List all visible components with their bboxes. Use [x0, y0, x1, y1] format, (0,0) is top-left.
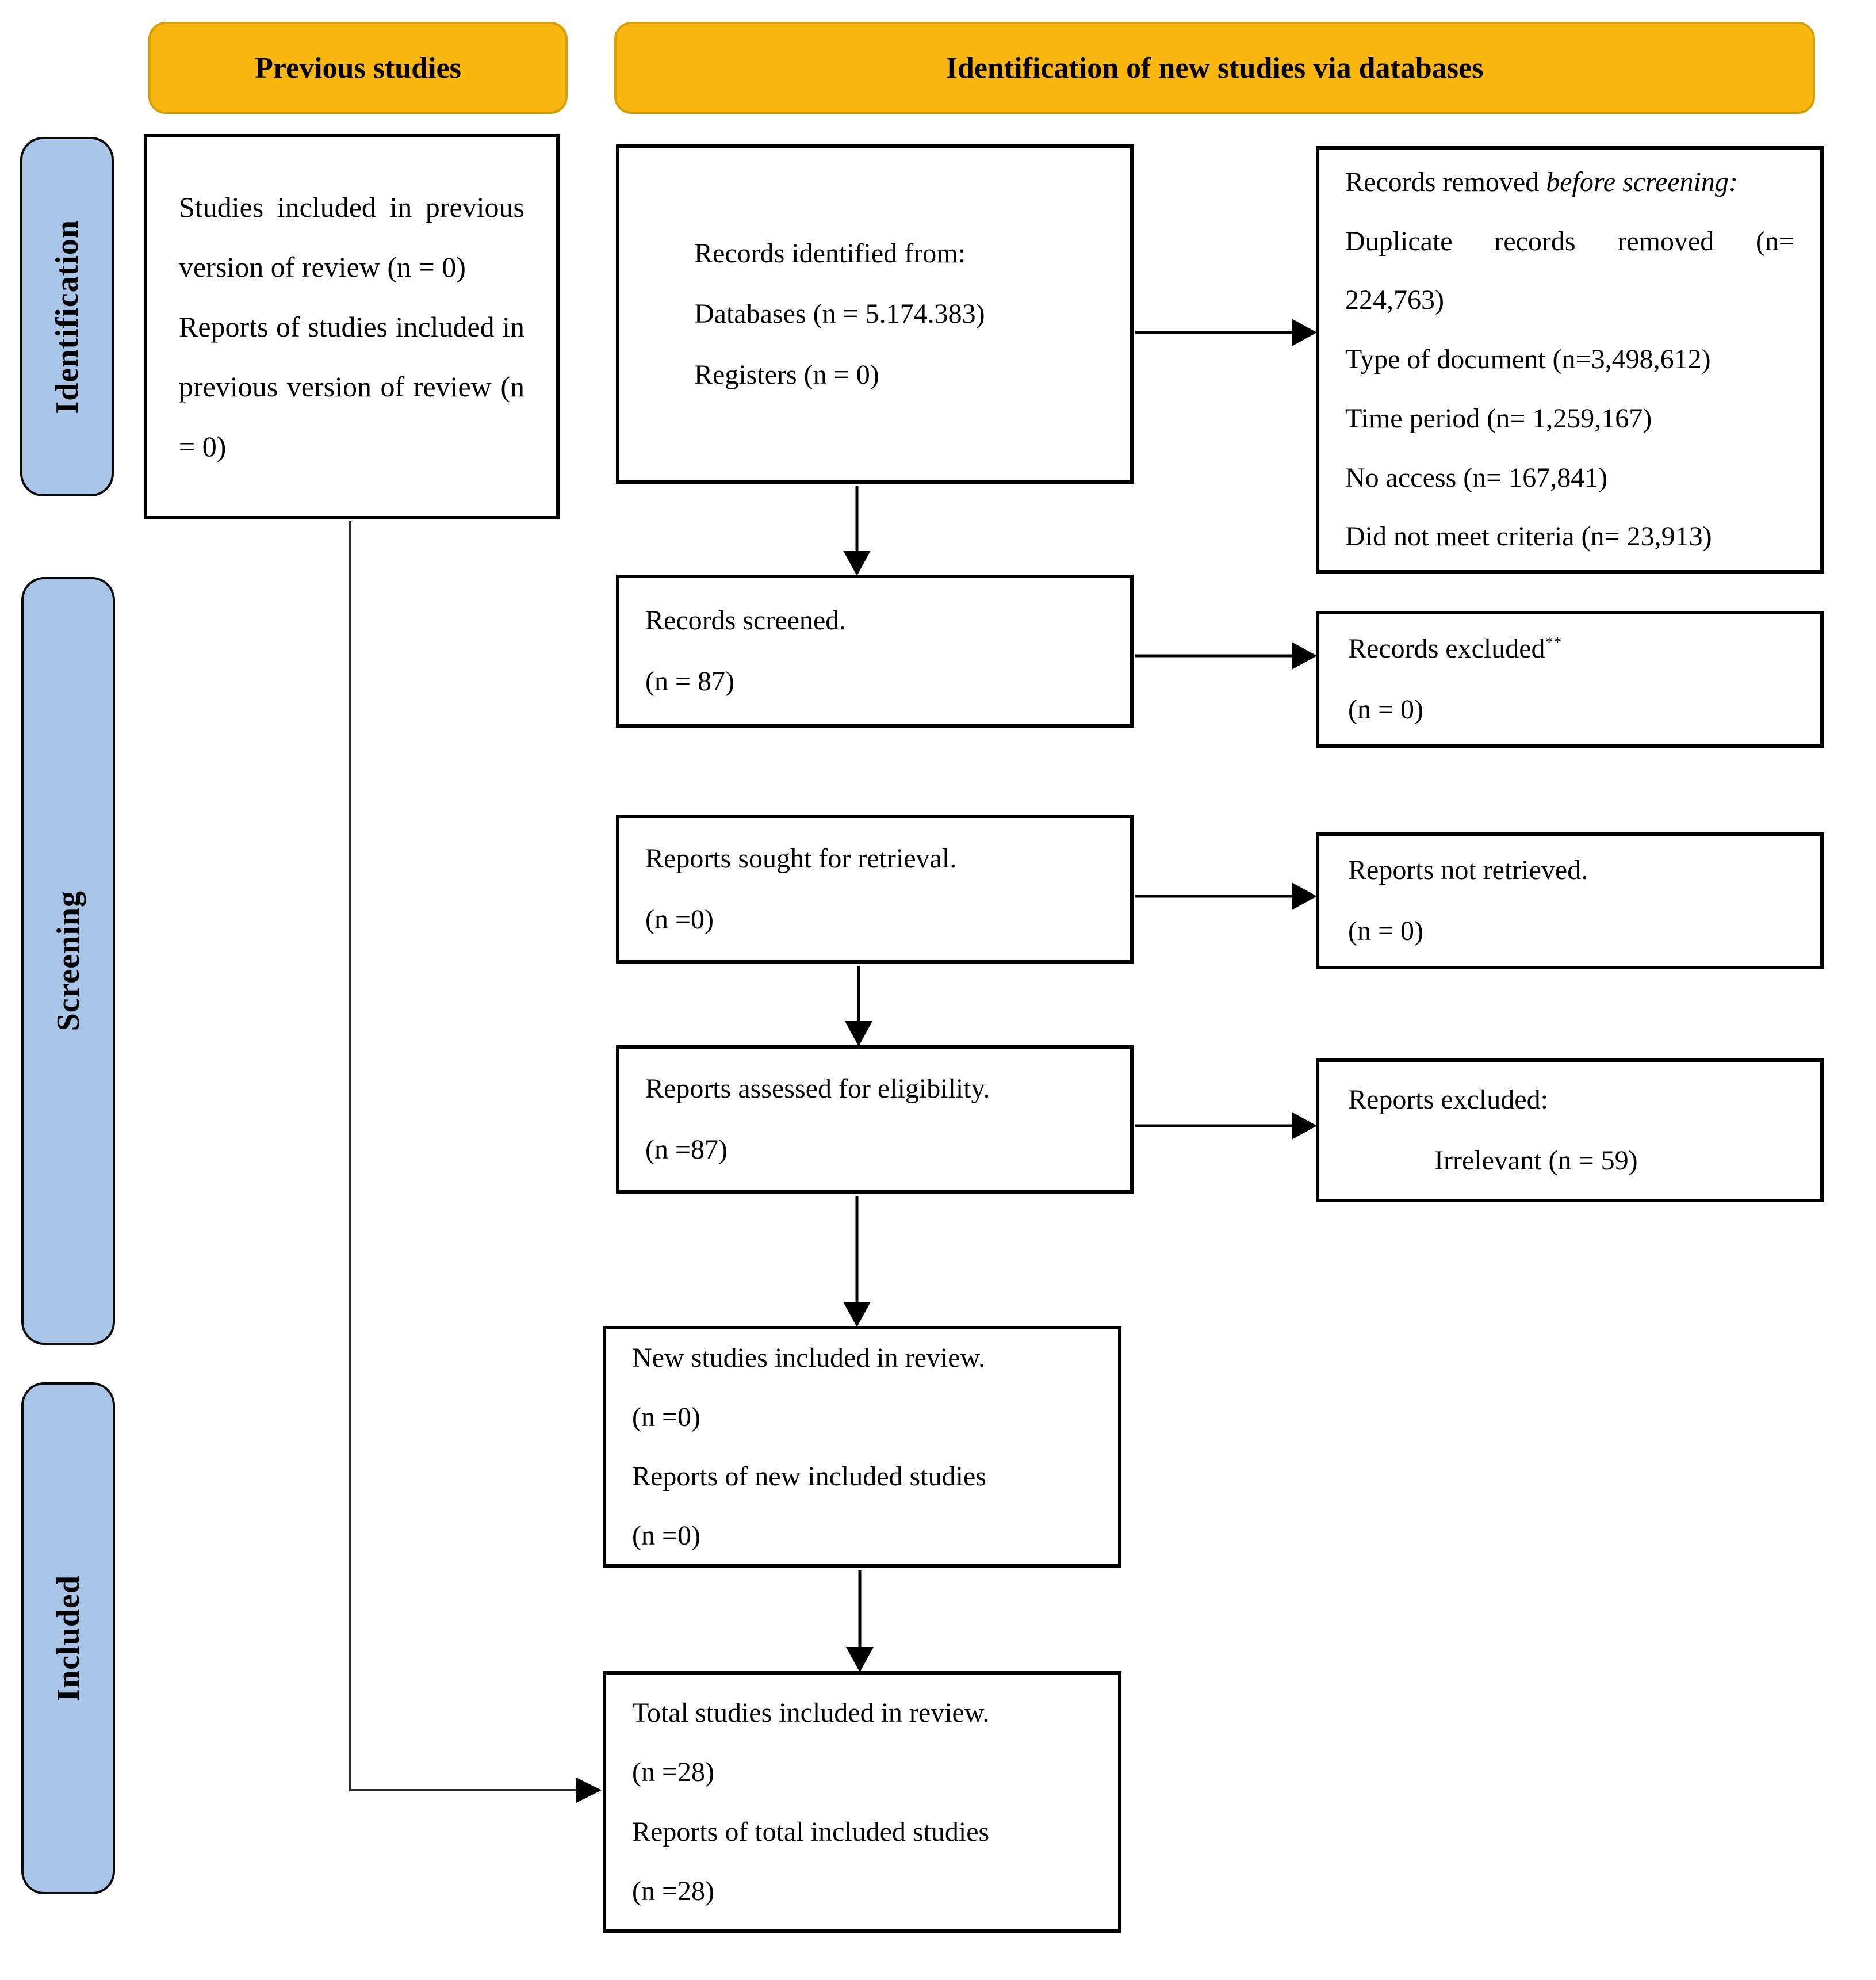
new-studies-line: (n =0) — [632, 1520, 701, 1551]
arrowhead-assessed-to-new-studies — [843, 1302, 871, 1327]
new-studies-line: Reports of new included studies — [632, 1461, 986, 1492]
records-screened-line: (n = 87) — [645, 666, 735, 697]
arrowhead-identified-to-screened — [843, 551, 871, 576]
records-screened-line: Records screened. — [645, 605, 847, 636]
records-removed-line: Type of document (n=3,498,612) — [1345, 344, 1711, 375]
records-excluded-count: (n = 0) — [1348, 694, 1424, 725]
records-removed-intro: Records removed before screening: — [1345, 153, 1794, 212]
records-removed-line: No access (n= 167,841) — [1345, 462, 1608, 493]
total-studies-line: Reports of total included studies — [632, 1816, 990, 1847]
box-records-screened: Records screened. (n = 87) — [616, 575, 1134, 728]
arrowhead-identified-to-removed — [1292, 319, 1317, 346]
box-previous-studies: Studies included in previous version of … — [144, 134, 560, 519]
stage-label-identification: Identification — [49, 219, 85, 414]
arrowhead-sought-to-assessed — [845, 1021, 872, 1046]
records-identified-line: Databases (n = 5.174.383) — [694, 299, 985, 330]
records-identified-line: Records identified from: — [694, 238, 966, 269]
arrowhead-screened-to-excluded — [1292, 642, 1317, 670]
arrowhead-previous-to-total — [576, 1778, 602, 1803]
reports-assessed-line: Reports assessed for eligibility. — [645, 1073, 990, 1104]
reports-not-retrieved-line: Reports not retrieved. — [1348, 855, 1588, 886]
arrowhead-new-to-total-studies — [846, 1647, 874, 1672]
box-new-studies-included: New studies included in review. (n =0) R… — [603, 1326, 1121, 1568]
records-removed-intro-italic: before screening: — [1546, 166, 1738, 197]
box-reports-excluded: Reports excluded: Irrelevant (n = 59) — [1316, 1058, 1824, 1202]
records-removed-intro-regular: Records removed — [1345, 166, 1546, 197]
box-reports-not-retrieved: Reports not retrieved. (n = 0) — [1316, 832, 1824, 969]
reports-not-retrieved-line: (n = 0) — [1348, 916, 1424, 946]
total-studies-line: (n =28) — [632, 1757, 715, 1788]
records-identified-line: Registers (n = 0) — [694, 359, 879, 390]
box-records-identified: Records identified from: Databases (n = … — [616, 144, 1134, 484]
stage-label-screening: Screening — [50, 890, 86, 1031]
box-reports-sought: Reports sought for retrieval. (n =0) — [616, 815, 1134, 964]
reports-excluded-title: Reports excluded: — [1348, 1084, 1548, 1115]
stage-bar-included: Included — [21, 1382, 115, 1894]
previous-studies-line: Studies included in previous version of … — [179, 191, 524, 283]
previous-studies-line: Reports of studies included in previous … — [179, 311, 524, 462]
new-studies-line: New studies included in review. — [632, 1342, 986, 1373]
records-removed-line: Did not meet criteria (n= 23,913) — [1345, 521, 1712, 552]
header-previous-studies-label: Previous studies — [255, 51, 461, 85]
records-excluded-footnote-marker: ** — [1545, 633, 1562, 652]
records-excluded-label-line: Records excluded** — [1348, 618, 1809, 679]
box-reports-assessed: Reports assessed for eligibility. (n =87… — [616, 1045, 1134, 1194]
arrowhead-assessed-to-excluded — [1292, 1112, 1317, 1140]
records-removed-line: Time period (n= 1,259,167) — [1345, 403, 1652, 434]
reports-sought-line: (n =0) — [645, 904, 714, 935]
reports-assessed-line: (n =87) — [645, 1134, 728, 1165]
reports-excluded-reason: Irrelevant (n = 59) — [1434, 1145, 1638, 1176]
stage-label-included: Included — [50, 1575, 86, 1702]
records-excluded-label: Records excluded — [1348, 633, 1545, 664]
header-identification-new-studies-label: Identification of new studies via databa… — [945, 51, 1484, 85]
records-removed-line: Duplicate records removed (n= 224,763) — [1345, 225, 1794, 316]
arrowhead-sought-to-not-retrieved — [1292, 882, 1317, 910]
reports-sought-line: Reports sought for retrieval. — [645, 843, 957, 874]
header-previous-studies: Previous studies — [148, 22, 568, 114]
stage-bar-screening: Screening — [21, 577, 115, 1345]
box-records-excluded: Records excluded** (n = 0) — [1316, 611, 1824, 748]
stage-bar-identification: Identification — [20, 137, 114, 496]
connector-previous-to-total — [349, 521, 576, 1791]
total-studies-line: Total studies included in review. — [632, 1698, 990, 1729]
new-studies-line: (n =0) — [632, 1401, 701, 1432]
total-studies-line: (n =28) — [632, 1875, 715, 1906]
header-identification-new-studies: Identification of new studies via databa… — [614, 22, 1815, 114]
box-records-removed: Records removed before screening: Duplic… — [1316, 146, 1824, 574]
box-total-studies-included: Total studies included in review. (n =28… — [603, 1671, 1121, 1933]
